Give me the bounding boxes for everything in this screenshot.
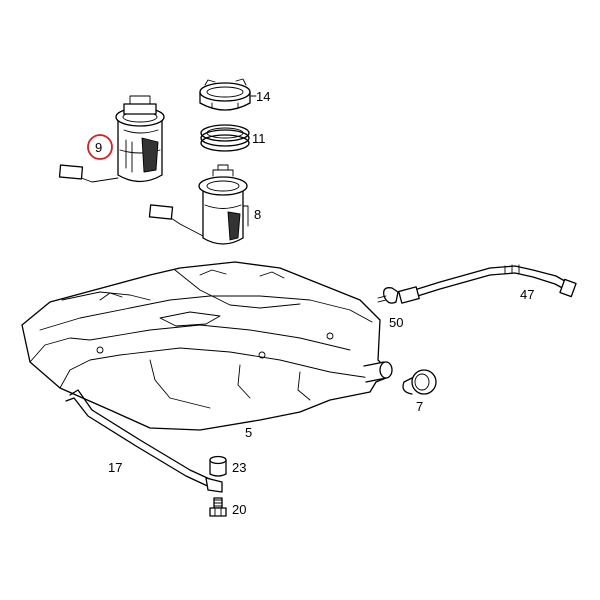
fuel-line[interactable] bbox=[398, 264, 577, 304]
callout-label-9: 9 bbox=[95, 140, 102, 155]
callout-label-5: 5 bbox=[245, 425, 252, 440]
callout-label-11: 11 bbox=[252, 131, 266, 146]
callout-label-8: 8 bbox=[254, 207, 261, 222]
lock-ring[interactable] bbox=[199, 78, 251, 111]
tank-strap[interactable] bbox=[65, 389, 223, 493]
callout-label-47: 47 bbox=[520, 287, 534, 302]
fuel-sender-unit[interactable] bbox=[148, 164, 249, 245]
callout-label-14: 14 bbox=[256, 89, 270, 104]
fuel-tank[interactable] bbox=[21, 261, 393, 431]
hose-clamp[interactable] bbox=[377, 287, 399, 304]
callout-label-17: 17 bbox=[108, 460, 122, 475]
seal-ring[interactable] bbox=[200, 124, 250, 152]
callout-9: 9 bbox=[87, 134, 113, 160]
callout-label-20: 20 bbox=[232, 502, 246, 517]
filler-neck-sleeve[interactable] bbox=[402, 369, 437, 395]
rubber-buffer[interactable] bbox=[209, 455, 227, 477]
strap-bolt[interactable] bbox=[209, 497, 227, 517]
callout-label-50: 50 bbox=[389, 315, 403, 330]
fuel-pump-module-left[interactable] bbox=[58, 95, 165, 183]
callout-label-23: 23 bbox=[232, 460, 246, 475]
callout-label-7: 7 bbox=[416, 399, 423, 414]
